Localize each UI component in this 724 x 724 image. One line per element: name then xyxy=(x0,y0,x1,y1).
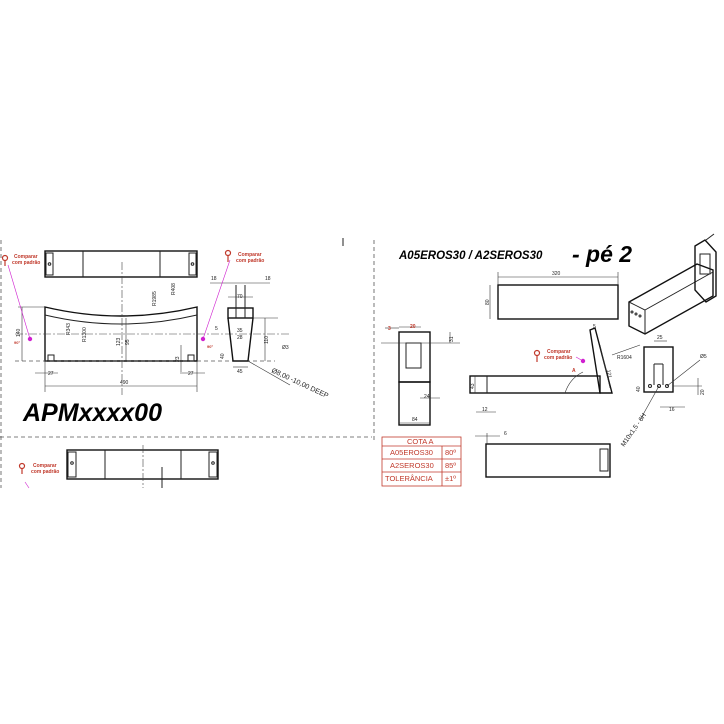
dim-18-right: 18 xyxy=(265,276,271,282)
compare-marker-bottom xyxy=(18,462,30,489)
magnifier-icon xyxy=(533,349,541,357)
right-title-suffix: - pé 2 xyxy=(572,241,632,267)
compare-label-1: Comparar xyxy=(547,349,571,355)
foot-front-end-view xyxy=(639,340,702,421)
magnifier-icon xyxy=(224,249,232,257)
dim-6: 6 xyxy=(504,431,507,437)
dim-43: 43 xyxy=(470,383,476,389)
table-header: COTA A xyxy=(407,437,434,446)
dim-12: 12 xyxy=(482,407,488,413)
row-label: A2SEROS30 xyxy=(390,461,434,470)
table-row: TOLERÂNCIA ±1º xyxy=(385,474,456,483)
dim-25: 25 xyxy=(657,335,663,341)
row-value: 80º xyxy=(445,448,456,457)
dim-5: 5 xyxy=(593,324,596,330)
part-code-title: APMxxxx00 xyxy=(22,399,162,427)
dim-80: 80 xyxy=(485,299,491,305)
table-row: A2SEROS30 85º xyxy=(390,461,456,470)
compare-label-1: Comparar xyxy=(14,254,38,260)
thread-note: M10x1,5 - 6H xyxy=(620,412,648,448)
dim-95: 95 xyxy=(125,339,131,345)
compare-label-1: Comparar xyxy=(238,252,262,258)
compare-label-1: Comparar xyxy=(33,463,57,469)
angle-mark: 90° xyxy=(207,344,213,349)
dim-20-red: 20 xyxy=(410,324,416,330)
right-title: A05EROS30 / A2SEROS30 xyxy=(398,250,543,262)
dim-18-left: 18 xyxy=(211,276,217,282)
dim-r343: R343 xyxy=(66,323,72,335)
dim-45: 45 xyxy=(237,369,243,375)
dim-27-left: 27 xyxy=(48,371,54,377)
foot-isometric-view xyxy=(628,233,717,335)
dim-27-right: 27 xyxy=(188,371,194,377)
dim-28: 28 xyxy=(237,335,243,341)
dim-320: 320 xyxy=(552,271,561,277)
row-label: TOLERÂNCIA xyxy=(385,474,433,483)
compare-label-2: com padrão xyxy=(236,258,264,264)
compare-marker-right: 90° xyxy=(200,249,232,349)
dim-140: 140 xyxy=(16,328,22,337)
dim-35: 35 xyxy=(237,328,243,334)
dim-40: 40 xyxy=(636,386,642,392)
row-value: 85º xyxy=(445,461,456,470)
dim-490: 490 xyxy=(120,380,129,386)
dim-16: 16 xyxy=(669,407,675,413)
dim-r1985: R1985 xyxy=(152,291,158,306)
dim-123: 123 xyxy=(116,337,122,346)
dim-phi5: Ø5 xyxy=(700,354,707,360)
dim-24: 24 xyxy=(424,394,430,400)
dim-3-red: 3 xyxy=(388,326,391,332)
dim-23: 23 xyxy=(175,356,181,362)
row-label: A05EROS30 xyxy=(390,448,433,457)
apm-side-view xyxy=(210,282,291,386)
foot-end-view xyxy=(381,326,460,426)
foot-side-view xyxy=(469,327,641,413)
dim-20: 20 xyxy=(700,389,706,395)
dim-40: 40 xyxy=(220,353,226,359)
dim-110: 110 xyxy=(264,336,270,344)
measure-point xyxy=(580,358,586,364)
measure-point xyxy=(200,336,206,342)
dim-84: 84 xyxy=(412,417,418,423)
measure-point xyxy=(27,336,33,342)
magnifier-icon xyxy=(18,462,26,470)
compare-label-2: com padrão xyxy=(12,260,40,266)
hole-note: Ø8,00 -10,00 DEEP xyxy=(270,367,329,400)
dim-r1300: R1300 xyxy=(82,327,88,342)
dim-31: 31 xyxy=(449,336,455,342)
angle-mark: 90° xyxy=(14,340,20,345)
compare-label-2: com padrão xyxy=(544,355,572,361)
apm-top-view xyxy=(44,250,198,278)
dim-5: 5 xyxy=(215,326,218,332)
table-row: A05EROS30 80º xyxy=(390,448,456,457)
apm-bottom-top-view xyxy=(66,445,219,488)
foot-top-view xyxy=(489,272,619,320)
dim-70: 70 xyxy=(237,294,243,300)
compare-marker-foot xyxy=(533,349,586,364)
dim-121: 121 xyxy=(605,369,612,378)
apm-front-view xyxy=(15,262,290,395)
compare-marker-left: 90° xyxy=(1,254,33,345)
dim-r408: R408 xyxy=(171,283,177,295)
cota-table: COTA A A05EROS30 80º A2SEROS30 85º TOLER… xyxy=(381,436,462,487)
dim-r1604: R1604 xyxy=(617,355,632,361)
compare-label-2: com padrão xyxy=(31,469,59,475)
angle-label-a: A xyxy=(572,368,576,374)
row-value: ±1º xyxy=(445,474,456,483)
dim-d3: Ø3 xyxy=(282,345,289,351)
foot-bottom-view xyxy=(475,433,611,478)
magnifier-icon xyxy=(1,254,9,262)
